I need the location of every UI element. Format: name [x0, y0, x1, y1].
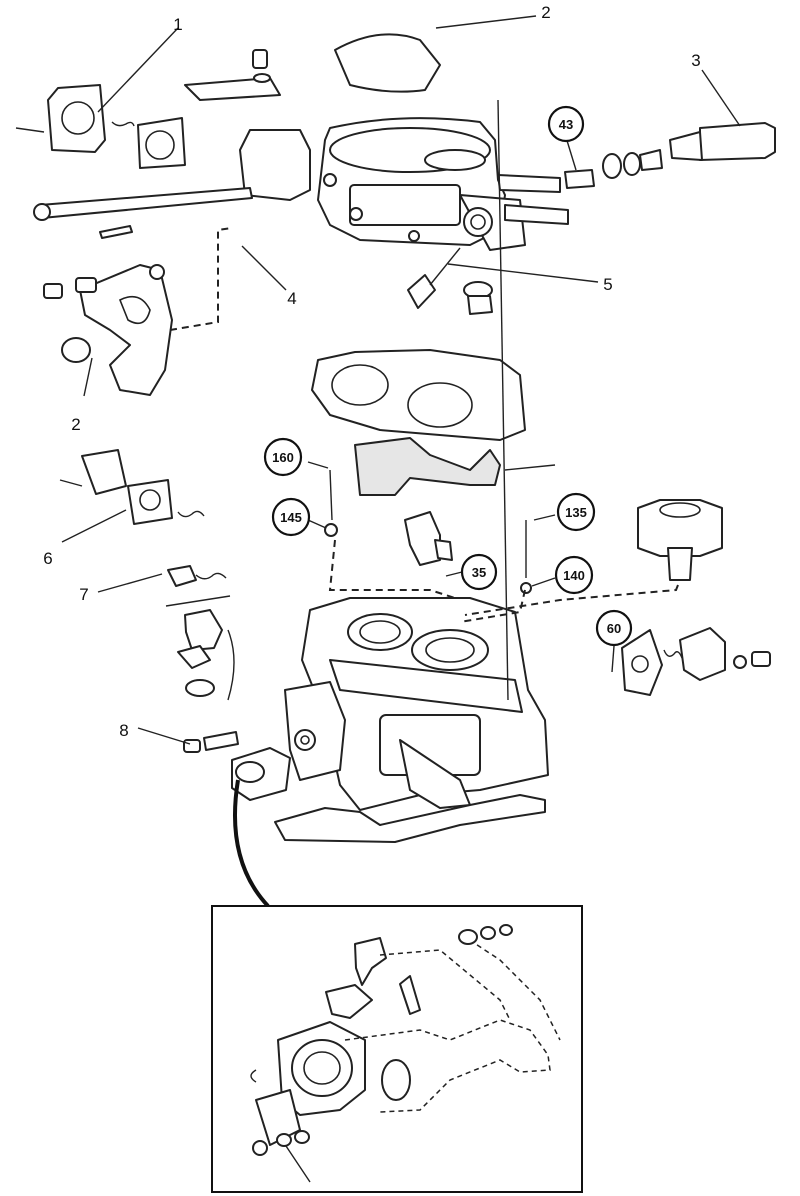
- choke-linkage-detail-inset: [211, 905, 583, 1193]
- assembly-routes: [169, 99, 679, 701]
- float-assembly: [354, 437, 556, 496]
- badge-43: 43: [547, 105, 585, 143]
- inset-connector: [233, 779, 270, 908]
- idle-speed-screw: [183, 731, 239, 753]
- badge-140: 140: [554, 555, 594, 595]
- badge-160: 160: [263, 437, 303, 477]
- jet-rod-135-140: [520, 520, 532, 594]
- badge-35: 35: [460, 553, 498, 591]
- badge-35-label: 35: [472, 565, 486, 580]
- badge-145-label: 145: [280, 510, 302, 525]
- badge-60-label: 60: [607, 621, 621, 636]
- cover-gasket-flap: [334, 33, 441, 93]
- callout-4: 4: [287, 289, 296, 308]
- fuel-filter: [564, 122, 776, 189]
- pump-discharge-nozzle: [404, 511, 453, 566]
- choke-lever-rod: [33, 187, 253, 239]
- callout-2-left: 2: [71, 415, 80, 434]
- badge-43-label: 43: [559, 117, 573, 132]
- badge-145: 145: [271, 497, 311, 537]
- throttle-linkage: [231, 681, 346, 801]
- badge-140-label: 140: [563, 568, 585, 583]
- callout-5: 5: [603, 275, 612, 294]
- main-gasket: [311, 349, 526, 441]
- callout-leaders: [61, 15, 741, 745]
- badge-135: 135: [556, 492, 596, 532]
- accelerator-pump-assembly: [59, 449, 205, 525]
- choke-diaphragm-assembly: [15, 84, 186, 169]
- badge-160-label: 160: [272, 450, 294, 465]
- callout-3: 3: [691, 51, 700, 70]
- callout-8: 8: [119, 721, 128, 740]
- choke-housing-bracket: [184, 49, 311, 201]
- base-flange: [274, 794, 546, 843]
- power-valve-cover: [621, 627, 771, 696]
- idle-mixture-screw: [165, 565, 231, 607]
- choke-heater-housing: [637, 499, 723, 581]
- jet-rod-160-145: [324, 469, 338, 537]
- badge-60: 60: [595, 609, 633, 647]
- choke-cam-lever: [43, 264, 173, 396]
- callout-7: 7: [79, 585, 88, 604]
- callout-2-top: 2: [541, 3, 550, 22]
- fuel-inlet-needle: [407, 247, 493, 315]
- choke-vacuum-unit: [177, 609, 235, 701]
- badge-135-label: 135: [565, 505, 587, 520]
- float-chamber-cover: [317, 117, 569, 251]
- callout-1: 1: [173, 15, 182, 34]
- callout-6: 6: [43, 549, 52, 568]
